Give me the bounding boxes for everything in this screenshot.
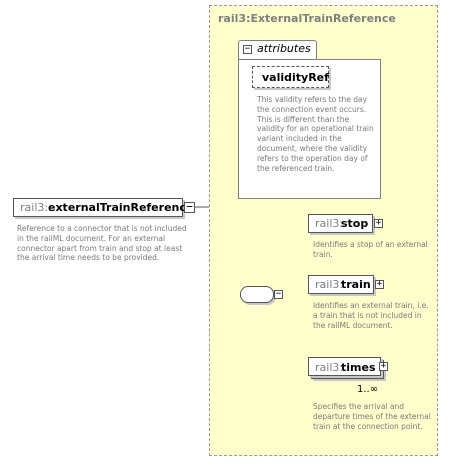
times-cardinality: 1..∞: [357, 384, 379, 395]
complex-type-title: rail3:ExternalTrainReference: [218, 12, 396, 25]
train-expand-icon[interactable]: +: [375, 279, 384, 289]
stop-prefix: rail3:: [315, 217, 344, 230]
attribute-validityref-doc: This validity refers to the day the conn…: [257, 95, 374, 173]
collapse-icon[interactable]: −: [243, 44, 252, 54]
stop-doc: Identifies a stop of an external train.: [313, 240, 428, 259]
train-name: train: [341, 278, 371, 291]
attributes-label: attributes: [257, 42, 311, 55]
sequence-collapse-icon[interactable]: −: [274, 289, 283, 299]
times-prefix: rail3:: [315, 361, 344, 374]
attribute-validityref-name: validityRef: [262, 71, 329, 84]
times-expand-icon[interactable]: +: [379, 361, 388, 371]
root-collapse-icon[interactable]: −: [184, 201, 195, 213]
attribute-validityref[interactable]: [252, 66, 329, 88]
stop-expand-icon[interactable]: +: [374, 218, 383, 228]
stop-name: stop: [341, 217, 369, 230]
child-element-stop[interactable]: [308, 214, 373, 233]
sequence-compositor[interactable]: [240, 286, 274, 303]
times-doc: Specifies the arrival and departure time…: [313, 402, 431, 431]
root-element-doc: Reference to a connector that is not inc…: [17, 224, 187, 263]
child-element-train[interactable]: [308, 275, 374, 294]
times-name: times: [341, 361, 376, 374]
root-element-prefix: rail3::: [20, 201, 52, 214]
train-prefix: rail3:: [315, 278, 344, 291]
train-doc: Identifies an external train, i.e. a tra…: [313, 301, 429, 330]
root-element-external-train-reference[interactable]: [13, 198, 183, 217]
root-element-name: externalTrainReference: [48, 201, 194, 214]
attributes-tab: [238, 40, 317, 60]
